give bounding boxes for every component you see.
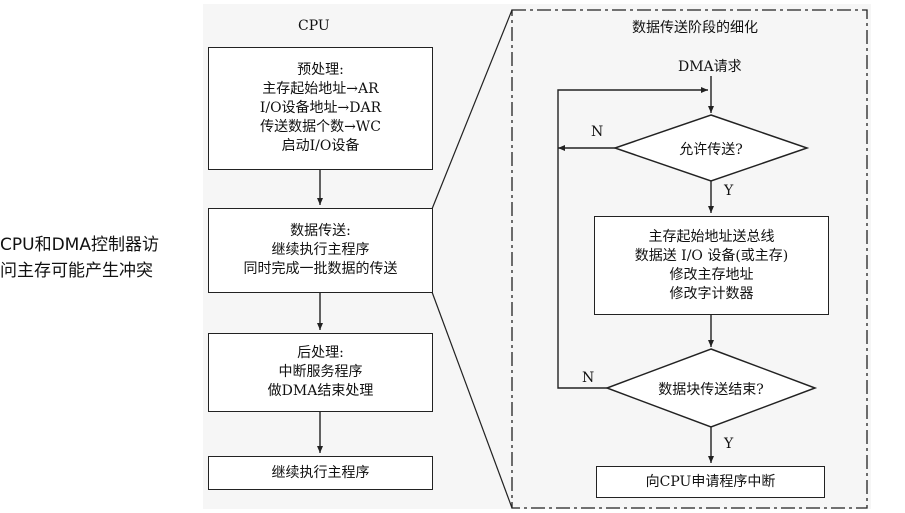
zoom-line-bottom xyxy=(431,291,513,509)
preprocess-line: 启动I/O设备 xyxy=(281,138,360,154)
preprocess-box: 预处理: 主存起始地址→AR I/O设备地址→DAR 传送数据个数→WC 启动I… xyxy=(208,47,433,170)
detail-title: 数据传送阶段的细化 xyxy=(632,20,758,36)
side-note-line-2: 问主存可能产生冲突 xyxy=(0,261,153,281)
arrow-decision2-no-loop xyxy=(557,87,708,389)
cpu-title: CPU xyxy=(298,18,330,34)
decision1-label: 允许传送? xyxy=(679,142,743,158)
postprocess-heading: 后处理: xyxy=(297,345,344,361)
step-line: 主存起始地址送总线 xyxy=(648,228,775,245)
decision2-yes-label: Y xyxy=(724,436,734,452)
continue-main-label: 继续执行主程序 xyxy=(271,464,370,481)
interrupt-request-box: 向CPU申请程序中断 xyxy=(596,466,825,498)
side-note-line-1: CPU和DMA控制器访 xyxy=(0,235,159,255)
decision1-no-label: N xyxy=(591,124,604,140)
decision2-no-label: N xyxy=(582,370,595,386)
continue-main-box: 继续执行主程序 xyxy=(208,456,433,490)
transfer-heading: 数据传送: xyxy=(290,223,351,239)
dma-request-label: DMA请求 xyxy=(678,59,742,75)
postprocess-line: 做DMA结束处理 xyxy=(267,383,374,399)
decision1-yes-label: Y xyxy=(724,183,734,199)
zoom-line-top xyxy=(431,9,513,210)
interrupt-request-label: 向CPU申请程序中断 xyxy=(645,473,776,490)
postprocess-box: 后处理: 中断服务程序 做DMA结束处理 xyxy=(208,333,433,412)
postprocess-line: 中断服务程序 xyxy=(278,364,363,380)
transfer-line: 同时完成一批数据的传送 xyxy=(243,261,398,277)
preprocess-line: 传送数据个数→WC xyxy=(260,119,381,135)
preprocess-line: I/O设备地址→DAR xyxy=(259,100,382,116)
transfer-line: 继续执行主程序 xyxy=(271,242,370,258)
step-line: 修改主存地址 xyxy=(669,266,754,283)
detail-frame xyxy=(511,9,868,509)
step-line: 修改字计数器 xyxy=(669,285,754,302)
data-transfer-box: 数据传送: 继续执行主程序 同时完成一批数据的传送 xyxy=(208,208,433,293)
step-line: 数据送 I/O 设备(或主存) xyxy=(634,247,789,264)
preprocess-heading: 预处理: xyxy=(297,62,344,78)
preprocess-line: 主存起始地址→AR xyxy=(262,81,379,97)
decision2-label: 数据块传送结束? xyxy=(658,382,764,398)
transfer-steps-box: 主存起始地址送总线 数据送 I/O 设备(或主存) 修改主存地址 修改字计数器 xyxy=(594,216,829,315)
side-note: CPU和DMA控制器访 问主存可能产生冲突 xyxy=(0,232,205,284)
